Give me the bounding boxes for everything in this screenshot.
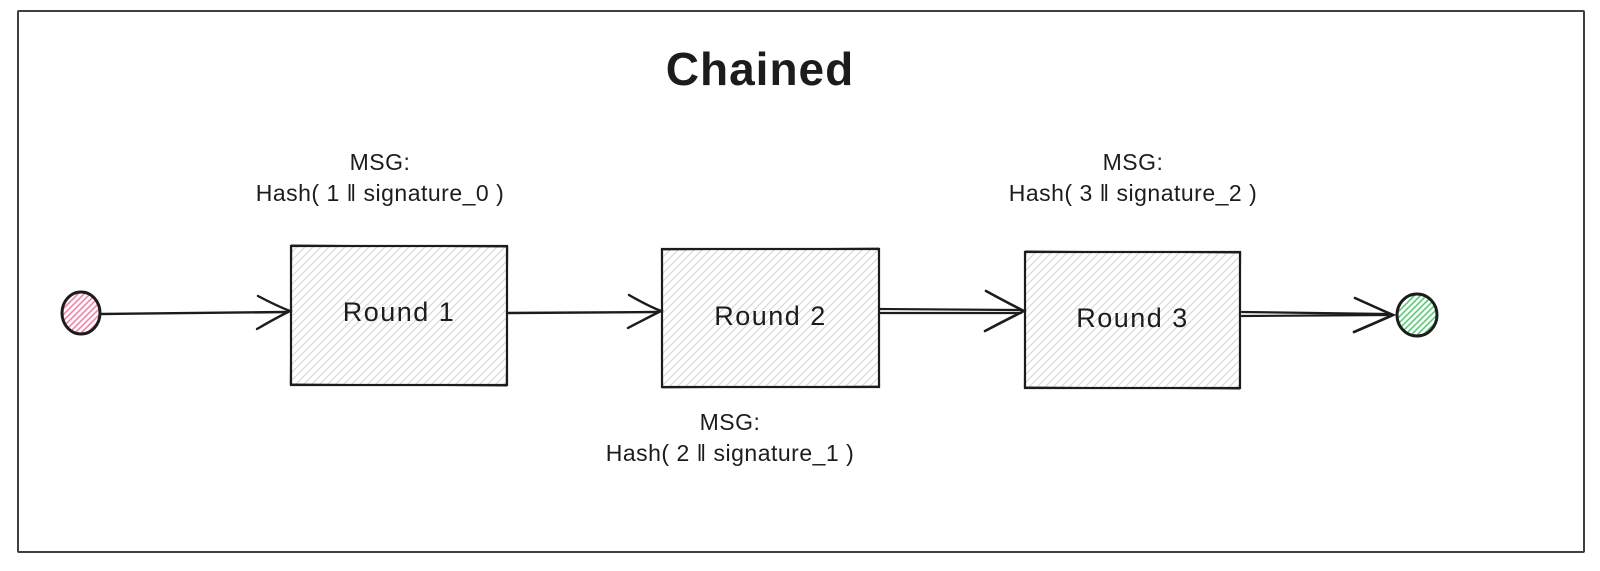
round1-box (289, 244, 509, 387)
diagram-title: Chained (665, 43, 855, 95)
arrow-round3-to-end (1240, 296, 1397, 334)
round2-label: Round 2 (714, 301, 827, 331)
arrow-round1-to-round2 (505, 293, 664, 330)
msg3-heading: MSG: (1102, 149, 1164, 175)
msg-annotation-2: MSG: Hash( 2 ‖ signature_1 ) (540, 407, 920, 469)
msg1-heading: MSG: (349, 149, 411, 175)
round3-label: Round 3 (1076, 303, 1189, 333)
msg3-text: Hash( 3 ‖ signature_2 ) (1008, 180, 1258, 206)
msg1-text: Hash( 1 ‖ signature_0 ) (255, 180, 505, 206)
round3-box (1023, 250, 1242, 390)
msg2-heading: MSG: (699, 409, 761, 435)
msg-annotation-3: MSG: Hash( 3 ‖ signature_2 ) (943, 147, 1323, 209)
round1-label: Round 1 (342, 297, 456, 327)
arrow-start-to-round1 (100, 294, 293, 331)
msg2-text: Hash( 2 ‖ signature_1 ) (605, 440, 855, 466)
round2-box (660, 247, 881, 389)
end-node-circle (1395, 292, 1439, 338)
arrow-round2-to-round3 (877, 289, 1027, 333)
msg-annotation-1: MSG: Hash( 1 ‖ signature_0 ) (190, 147, 570, 209)
start-node-circle (60, 290, 102, 336)
outer-frame (17, 10, 1585, 553)
